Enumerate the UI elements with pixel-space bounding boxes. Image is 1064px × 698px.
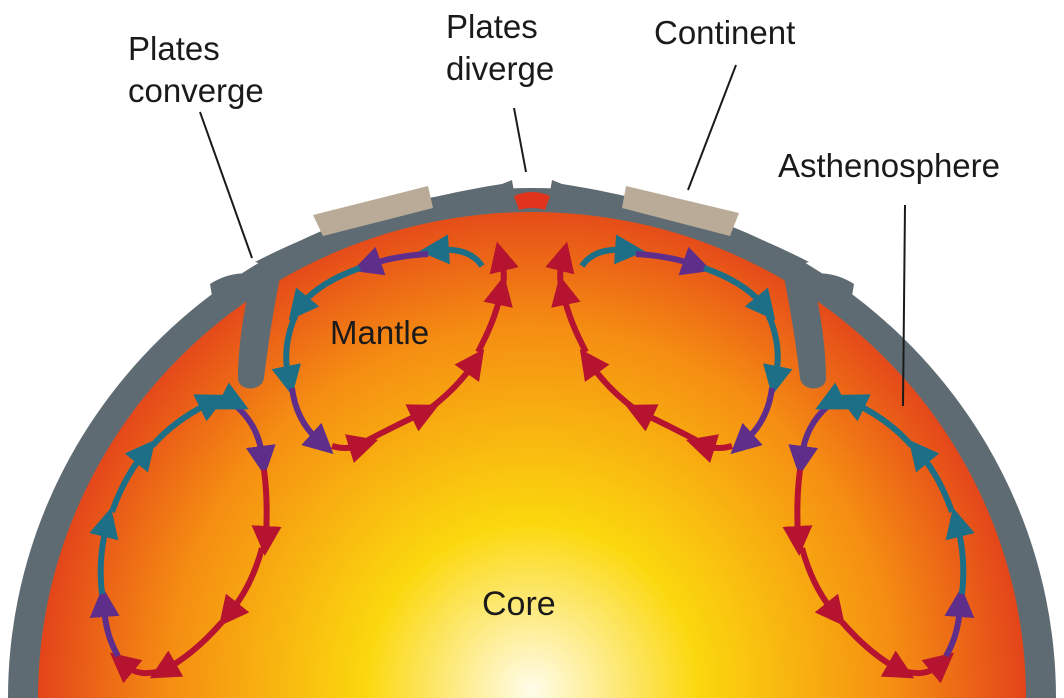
- label-plates-converge-line2: converge: [128, 72, 264, 109]
- convection-arrow-red: [502, 262, 504, 286]
- label-continent: Continent: [654, 14, 795, 51]
- label-mantle: Mantle: [330, 314, 429, 351]
- label-asthenosphere: Asthenosphere: [778, 147, 1000, 184]
- label-core: Core: [482, 585, 556, 623]
- convection-arrow-red: [560, 262, 562, 286]
- leader-plates-converge: [200, 112, 252, 258]
- right-overriding-plate: [812, 273, 854, 296]
- label-plates-diverge-line1: Plates: [446, 8, 538, 45]
- mantle-and-core: [38, 212, 1026, 698]
- convection-arrow-red: [706, 446, 732, 448]
- convection-arrow-teal: [218, 399, 230, 400]
- left-overriding-plate: [210, 273, 252, 296]
- convection-arrow-red: [332, 446, 358, 448]
- leader-plates-diverge: [514, 108, 526, 172]
- ridge-magma: [514, 192, 550, 210]
- label-plates-diverge-line2: diverge: [446, 50, 554, 87]
- convection-arrow-teal: [834, 399, 846, 400]
- label-plates-converge-line1: Plates: [128, 30, 220, 67]
- convection-arrow-red: [797, 470, 800, 535]
- leader-continent: [688, 65, 736, 190]
- convection-arrow-red: [264, 470, 267, 535]
